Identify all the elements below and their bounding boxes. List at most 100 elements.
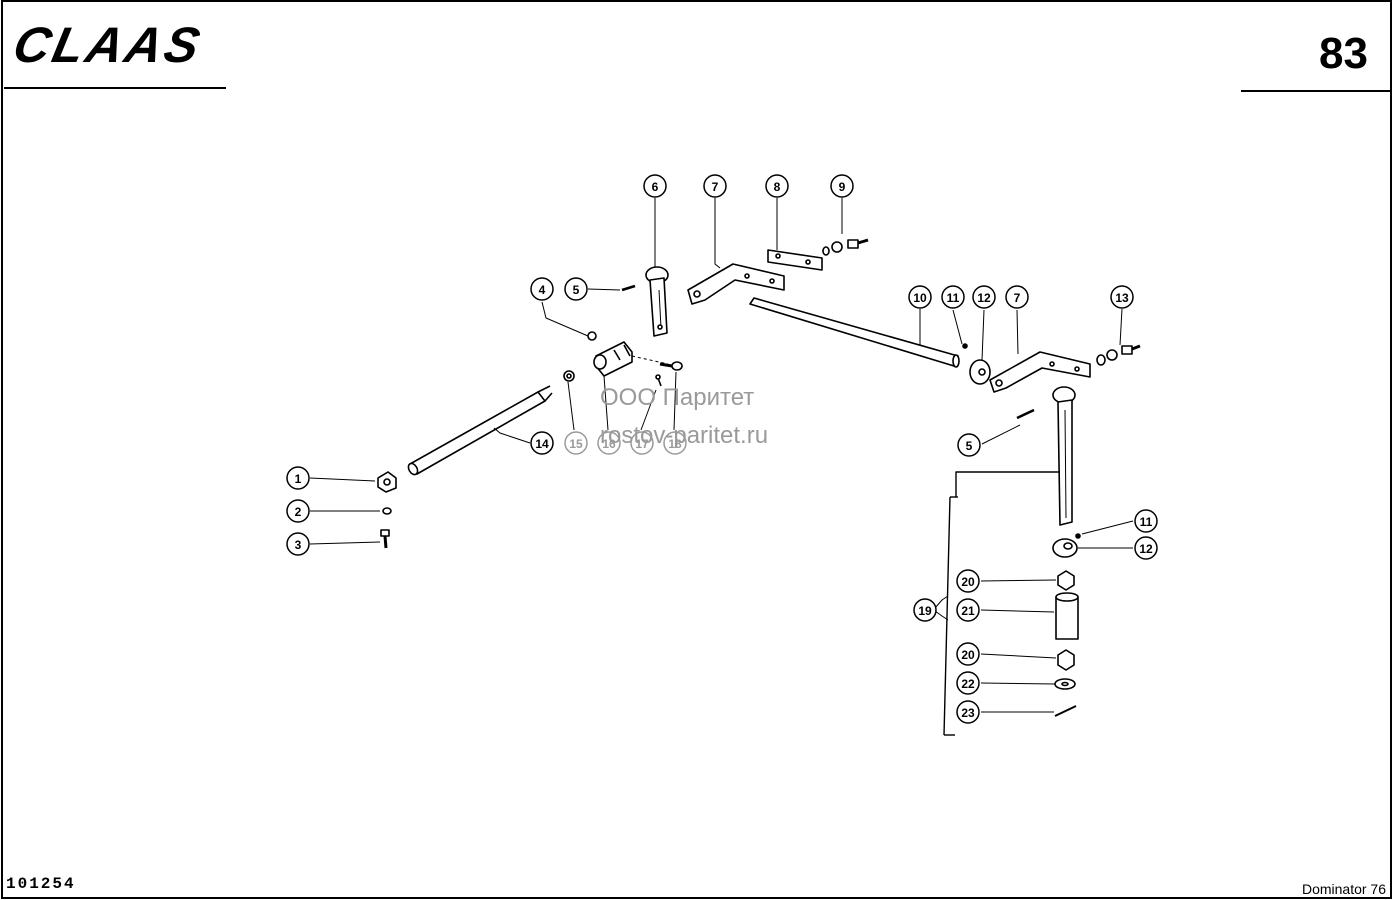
drawing-number: 101254 — [6, 875, 76, 893]
callout-c22: 22 — [956, 671, 980, 695]
callout-circle — [957, 433, 981, 457]
callout-c7a: 7 — [703, 174, 727, 198]
callout-c8: 8 — [765, 174, 789, 198]
part-11-key-upper — [962, 343, 968, 349]
part-23-splitpin — [1054, 705, 1077, 717]
callout-circle — [1134, 509, 1158, 533]
part-3-bolt — [380, 529, 390, 549]
callout-label: 5 — [573, 283, 580, 297]
callout-label: 12 — [1139, 542, 1153, 556]
callout-label: 7 — [1014, 291, 1021, 305]
callout-label: 7 — [712, 180, 719, 194]
model-name: Dominator 76 — [1302, 881, 1386, 897]
part-11-key-lower — [1075, 533, 1081, 539]
callout-label: 21 — [961, 604, 975, 618]
part-5-pin-upper — [621, 284, 636, 292]
callout-label: 6 — [652, 180, 659, 194]
callout-circle — [972, 285, 996, 309]
callout-c6: 6 — [643, 174, 667, 198]
part-2-washer — [382, 507, 392, 515]
callout-circle — [1134, 536, 1158, 560]
callout-c15: 15 — [564, 431, 588, 455]
callout-label: 13 — [1115, 291, 1129, 305]
callout-label: 14 — [535, 437, 549, 451]
part-20-bush-upper — [1057, 570, 1075, 591]
group-19-brackets — [943, 471, 1060, 736]
callout-c3: 3 — [286, 532, 310, 556]
callout-c12a: 12 — [972, 285, 996, 309]
callout-circle — [703, 174, 727, 198]
callout-circle — [830, 174, 854, 198]
callout-c17: 17 — [630, 431, 654, 455]
callout-label: 5 — [966, 439, 973, 453]
part-1-nut — [377, 471, 397, 493]
part-10-shaft — [749, 297, 960, 368]
part-7-bracket-upper — [687, 263, 785, 305]
callout-label: 23 — [961, 706, 975, 720]
callout-circle — [643, 174, 667, 198]
callout-circle — [286, 466, 310, 490]
callout-c11b: 11 — [1134, 509, 1158, 533]
callout-label: 20 — [961, 648, 975, 662]
callout-circle — [630, 431, 654, 455]
callout-label: 11 — [1140, 515, 1153, 529]
part-18-bolt — [659, 361, 683, 371]
part-9-fastener — [822, 238, 869, 256]
part-6-lever — [645, 266, 669, 337]
callout-circle — [956, 700, 980, 724]
part-19-lever-right — [1052, 386, 1076, 526]
callout-circle — [956, 598, 980, 622]
callout-c20a: 20 — [956, 569, 980, 593]
callout-c16: 16 — [597, 431, 621, 455]
callout-label: 2 — [295, 505, 302, 519]
callout-label: 9 — [839, 180, 846, 194]
part-5-pin-right — [1016, 408, 1035, 420]
part-20-bush-lower — [1057, 649, 1075, 671]
part-12-bushing-upper — [969, 359, 991, 385]
parts-drawing — [377, 238, 1141, 736]
callout-label: 16 — [602, 437, 616, 451]
callout-circle — [564, 431, 588, 455]
callout-circle — [1110, 285, 1134, 309]
callout-c1: 1 — [286, 466, 310, 490]
callout-circle — [1005, 285, 1029, 309]
part-21-tube — [1055, 592, 1079, 640]
callout-circle — [663, 431, 687, 455]
callout-circle — [956, 671, 980, 695]
callout-c2: 2 — [286, 499, 310, 523]
callout-circle — [765, 174, 789, 198]
part-8-plate — [767, 249, 823, 271]
callout-c14: 14 — [530, 431, 554, 455]
part-4-nut — [587, 331, 597, 341]
callout-circle — [913, 598, 937, 622]
callout-label: 1 — [295, 472, 302, 486]
callout-circle — [530, 277, 554, 301]
part-14-rod — [407, 385, 553, 476]
callout-c5a: 5 — [564, 277, 588, 301]
callout-c5b: 5 — [957, 433, 981, 457]
callout-c23: 23 — [956, 700, 980, 724]
callout-c13: 13 — [1110, 285, 1134, 309]
callout-label: 17 — [635, 437, 649, 451]
callout-circle — [956, 642, 980, 666]
callout-circle — [597, 431, 621, 455]
callout-label: 15 — [569, 437, 583, 451]
callout-c4: 4 — [530, 277, 554, 301]
callout-c11a: 11 — [941, 285, 965, 309]
part-13-fastener — [1096, 344, 1141, 366]
callout-circle — [564, 277, 588, 301]
part-16-coupling — [593, 341, 633, 377]
part-7-bracket-right — [989, 351, 1091, 393]
callout-label: 12 — [977, 291, 991, 305]
part-17-pin — [655, 374, 662, 387]
callout-label: 11 — [947, 291, 960, 305]
part-12-bushing-lower — [1052, 538, 1078, 558]
callout-label: 3 — [295, 538, 302, 552]
watermark-line1: ООО Паритет — [600, 384, 754, 411]
callout-circle — [286, 532, 310, 556]
callout-c19: 19 — [913, 598, 937, 622]
callout-c10: 10 — [908, 285, 932, 309]
callout-c12b: 12 — [1134, 536, 1158, 560]
